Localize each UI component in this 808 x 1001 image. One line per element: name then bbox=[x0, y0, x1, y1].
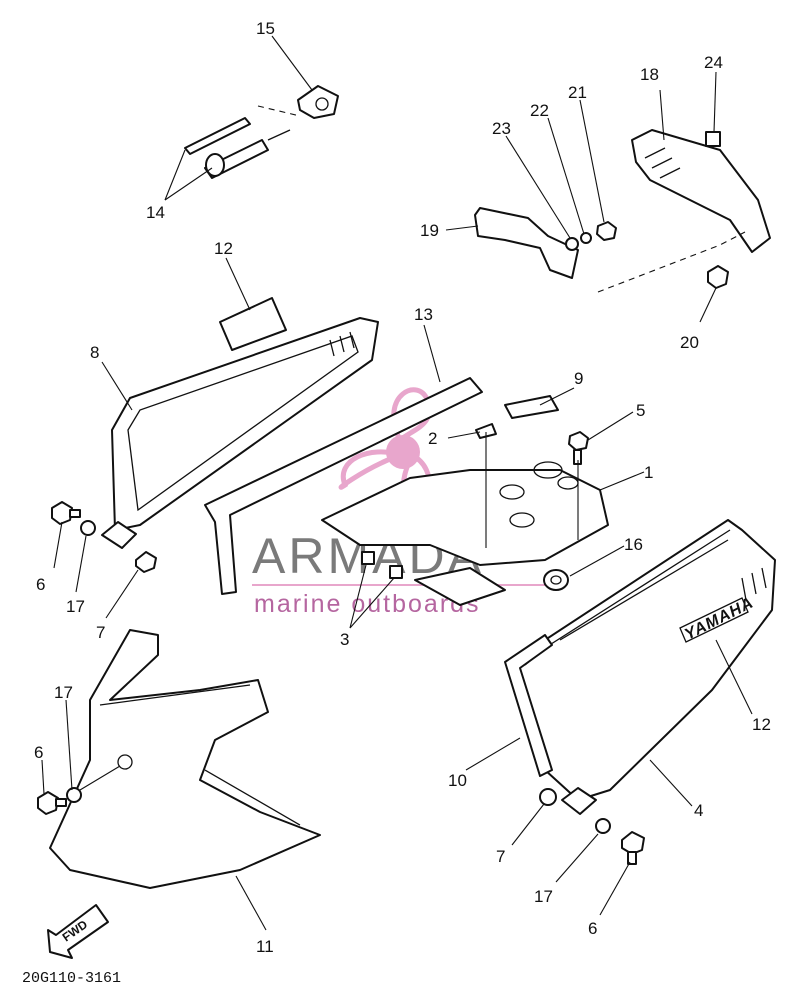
part-23-washer bbox=[565, 237, 579, 251]
part-17-washer-right bbox=[595, 818, 611, 834]
bracket-lower-plate bbox=[414, 567, 506, 606]
callout-11: 11 bbox=[256, 937, 274, 956]
callout-23: 23 bbox=[492, 119, 511, 138]
part-16-grommet bbox=[543, 569, 569, 591]
drawing-code: 20G110-3161 bbox=[22, 970, 121, 987]
part-6-screw-left-upper bbox=[51, 501, 81, 525]
callout-21: 21 bbox=[568, 83, 587, 102]
callout-24: 24 bbox=[704, 53, 723, 72]
leader-lines bbox=[41, 35, 753, 931]
callout-12-top: 12 bbox=[214, 239, 233, 258]
part-17-washer-left-lower bbox=[66, 787, 82, 803]
callout-2: 2 bbox=[428, 429, 437, 448]
callout-labels: 15 14 12 8 13 9 2 5 1 16 3 18 24 21 22 2… bbox=[34, 19, 771, 956]
callout-17-right: 17 bbox=[534, 887, 553, 906]
callout-6-right: 6 bbox=[588, 919, 597, 938]
callout-4: 4 bbox=[694, 801, 703, 820]
part-13-seal-strip bbox=[204, 377, 483, 595]
part-2-small-decal bbox=[475, 423, 497, 439]
callout-22: 22 bbox=[530, 101, 549, 120]
callout-15: 15 bbox=[256, 19, 275, 38]
callout-9: 9 bbox=[574, 369, 583, 388]
callout-7-right: 7 bbox=[496, 847, 505, 866]
callout-10: 10 bbox=[448, 771, 467, 790]
callout-19: 19 bbox=[420, 221, 439, 240]
part-8-left-side-cover bbox=[101, 317, 379, 549]
callout-8: 8 bbox=[90, 343, 99, 362]
part-5-bolt bbox=[568, 431, 589, 465]
part-17-washer-left-upper bbox=[80, 520, 96, 536]
callout-1: 1 bbox=[644, 463, 653, 482]
callout-7-left: 7 bbox=[96, 623, 105, 642]
callout-5: 5 bbox=[636, 401, 645, 420]
part-10-seal-strip bbox=[504, 634, 553, 777]
callout-16: 16 bbox=[624, 535, 643, 554]
part-19-plate bbox=[474, 207, 579, 279]
callout-6-left-upper: 6 bbox=[36, 575, 45, 594]
part-22-washer bbox=[580, 232, 592, 244]
callout-18: 18 bbox=[640, 65, 659, 84]
part-15-lever bbox=[297, 85, 339, 119]
callout-20: 20 bbox=[680, 333, 699, 352]
part-3-block-a bbox=[361, 551, 375, 565]
callout-17-left-lower: 17 bbox=[54, 683, 73, 702]
part-3-block-b bbox=[389, 565, 403, 579]
part-6-screw-left-lower bbox=[37, 791, 67, 815]
part-21-bolt bbox=[596, 221, 617, 241]
callout-12-right: 12 bbox=[752, 715, 771, 734]
fwd-arrow: FWD bbox=[47, 904, 109, 959]
part-6-screw-right bbox=[621, 831, 645, 865]
callout-14: 14 bbox=[146, 203, 165, 222]
callout-3: 3 bbox=[340, 630, 349, 649]
part-20-bolt bbox=[707, 265, 729, 289]
part-11-lower-cover bbox=[49, 629, 321, 889]
part-14-shaft-assembly bbox=[184, 117, 291, 179]
part-12-decal-top bbox=[219, 297, 287, 351]
part-7-washer-right bbox=[539, 788, 557, 806]
callout-17-left-upper: 17 bbox=[66, 597, 85, 616]
part-24-nut bbox=[705, 131, 721, 147]
part-18-bracket bbox=[631, 129, 771, 253]
part-7-nut-left bbox=[135, 551, 157, 573]
part-9-decal bbox=[504, 395, 559, 419]
callout-6-left-lower: 6 bbox=[34, 743, 43, 762]
callout-13: 13 bbox=[414, 305, 433, 324]
